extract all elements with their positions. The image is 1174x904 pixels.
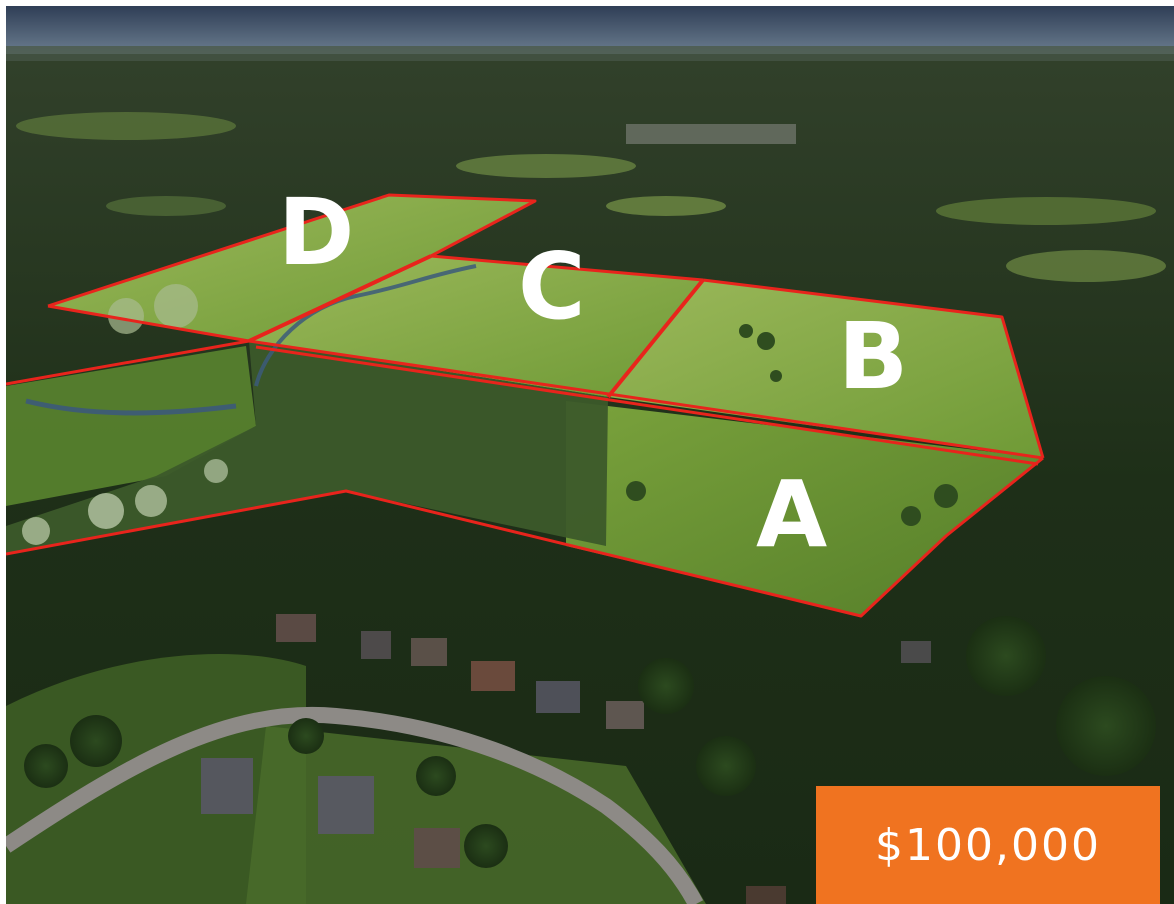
foreground-trees — [24, 616, 1156, 868]
parcel-c-area — [249, 256, 703, 397]
parcel-a-top-boundary — [248, 339, 1044, 460]
parcel-a-left-boundary — [6, 339, 250, 386]
parcel-label-c: C — [518, 233, 584, 340]
foreground-lawn-2 — [246, 726, 706, 904]
scattered-trees — [22, 284, 958, 545]
parcel-a-top-boundary-inner — [255, 345, 1039, 466]
distant-fields — [16, 112, 1166, 282]
parcel-b-area — [608, 280, 1043, 458]
parcel-a-boundary — [6, 456, 1044, 618]
price-text: $100,000 — [875, 819, 1101, 871]
left-field — [6, 346, 256, 506]
price-badge: $100,000 — [816, 786, 1160, 904]
parcel-d-bottom-boundary — [47, 304, 250, 343]
foreground-lawn — [6, 654, 306, 904]
parcel-a-area — [566, 401, 1043, 616]
parcel-boundaries — [6, 193, 1045, 618]
parcel-c-top-boundary — [430, 254, 704, 282]
parcel-cd-divider — [248, 254, 432, 343]
aerial-land-photo: A B C D — [6, 6, 1174, 904]
parcel-d-boundary — [47, 193, 537, 308]
creek — [25, 398, 237, 416]
parcel-b-boundary — [702, 278, 1045, 459]
parcel-bc-divider — [606, 278, 705, 399]
stream — [254, 264, 477, 387]
road — [6, 707, 704, 904]
houses — [201, 614, 931, 904]
parcel-label-a: A — [756, 461, 827, 568]
parcel-label-b: B — [838, 303, 906, 410]
parcel-label-d: D — [278, 179, 352, 286]
aerial-photo-frame: A B C D $100,000 — [6, 6, 1174, 904]
